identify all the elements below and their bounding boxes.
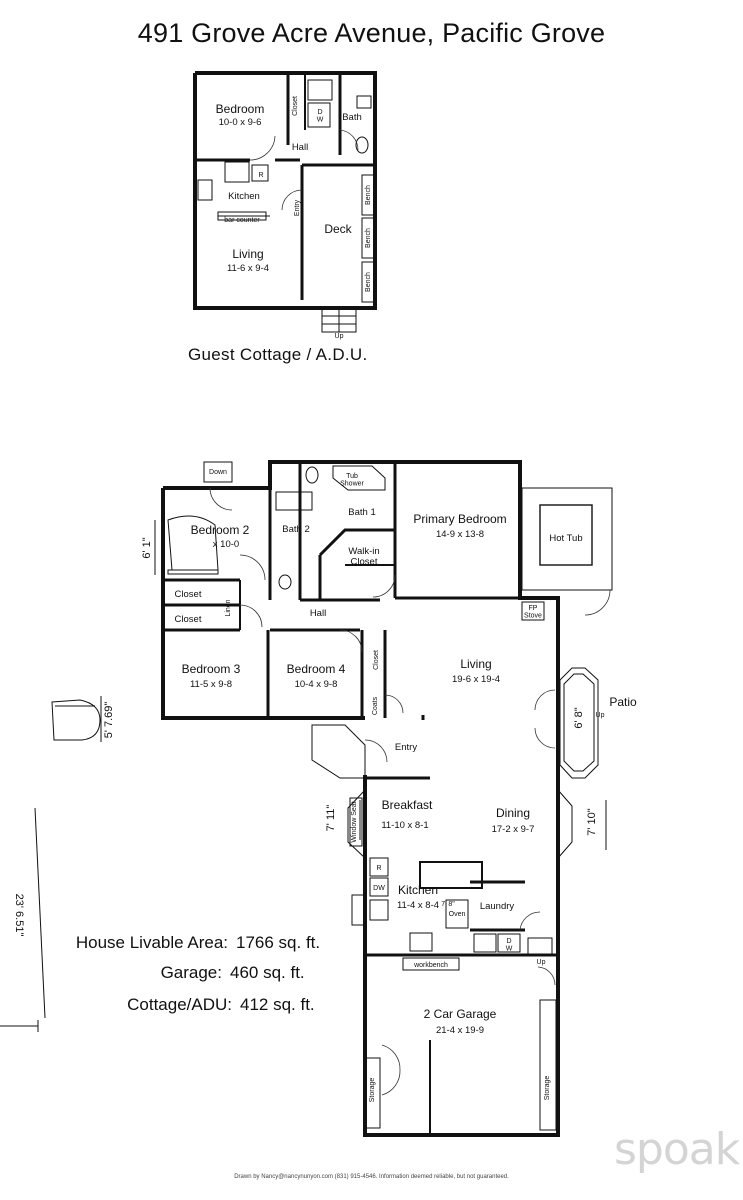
cottage-bench-label: Bench [365,185,372,205]
garage-label: 2 Car Garage [424,1007,497,1021]
bedroom3-label: Bedroom 3 [182,662,241,676]
coats-label: Coats [372,696,379,715]
r-label: R [376,865,381,872]
workbench-label: workbench [413,962,448,969]
primary-bedroom-label: Primary Bedroom [413,512,506,526]
dw-label: DW [373,885,385,892]
closet-label: Closet [175,589,202,600]
area-label: Cottage/ADU: [127,995,232,1014]
oven-label: Oven [449,911,466,918]
measurement-label: 6' 8" [573,707,585,728]
linen-label: Linen [225,599,232,616]
area-row: Cottage/ADU: 412 sq. ft. [52,995,315,1015]
cottage-bench-label: Bench [365,228,372,248]
cottage-entry-label: Entry [294,199,301,216]
bedroom3-size: 11-5 x 9-8 [190,679,232,690]
window-seat-label: Window Seat [351,801,358,842]
hall-label: Hall [310,608,326,619]
cottage-bath-label: Bath [342,112,362,123]
garage-size: 21-4 x 19-9 [436,1025,484,1036]
cottage-r-label: R [258,172,263,179]
measurement-label: 7' 8" [441,901,455,908]
laundry-label: Laundry [480,901,515,912]
cottage-bench-label: Bench [365,272,372,292]
watermark-logo: spoak. [614,1124,743,1175]
cottage-caption: Guest Cottage / A.D.U. [188,345,368,364]
kitchen-label: Kitchen [398,883,438,897]
bath2-label: Bath 2 [282,524,309,535]
area-value: 460 sq. ft. [230,963,305,982]
measurement-label: 5' 7.69" [103,702,115,739]
bath1-label: Bath 1 [348,507,375,518]
breakfast-label: Breakfast [382,798,433,812]
living-label: Living [460,657,491,671]
patio-up-label: Up [596,712,605,719]
bedroom4-label: Bedroom 4 [287,662,346,676]
garage-up-label: Up [537,959,546,966]
area-value: 1766 sq. ft. [236,933,321,952]
footer-credit: Drawn by Nancy@nancynunyon.com (831) 915… [234,1174,509,1180]
measurement-label: 7' 10" [586,808,598,836]
area-label: Garage: [160,963,222,982]
area-value: 412 sq. ft. [240,995,315,1014]
down-label: Down [209,469,227,476]
area-row: House Livable Area: 1766 sq. ft. [52,933,320,953]
measurement-label: 7' 11" [325,805,337,832]
cottage-closet-label: Closet [292,96,299,116]
patio-label: Patio [609,695,637,709]
cottage-deck-label: Deck [324,222,352,236]
kitchen-size: 11-4 x 8-4 [397,900,439,911]
area-row: Garage: 460 sq. ft. [52,963,305,983]
closet-label: Closet [373,650,380,670]
cottage-kitchen-label: Kitchen [228,191,260,202]
storage-label: Storage [369,1078,376,1103]
page-title: 491 Grove Acre Avenue, Pacific Grove [137,18,606,48]
measurement-label: 6' 1" [141,537,153,558]
cottage-bedroom-size: 10-0 x 9-6 [219,117,262,128]
cottage-living-size: 11-6 x 9-4 [227,263,269,274]
hot-tub-label: Hot Tub [549,533,582,544]
cottage-living-label: Living [232,247,263,261]
living-size: 19-6 x 19-4 [452,674,500,685]
bedroom2-label: Bedroom 2 [191,523,250,537]
dining-size: 17-2 x 9-7 [492,824,535,835]
area-label: House Livable Area: [75,933,228,952]
entry-label: Entry [395,742,417,753]
cottage-bedroom-label: Bedroom [216,102,265,116]
storage-label: Storage [544,1076,551,1101]
dining-label: Dining [496,806,530,820]
measurement-label: 23' 6.51" [13,894,25,937]
bedroom2-size: x 10-0 [213,539,239,550]
cottage-hall-label: Hall [292,142,308,153]
bedroom4-size: 10-4 x 9-8 [295,679,338,690]
breakfast-size: 11-10 x 8-1 [381,820,428,831]
closet-label: Closet [175,614,202,625]
cottage-bar-counter-label: bar counter [224,217,260,224]
cottage-up-label: Up [335,333,344,340]
primary-bedroom-size: 14-9 x 13-8 [436,529,484,540]
